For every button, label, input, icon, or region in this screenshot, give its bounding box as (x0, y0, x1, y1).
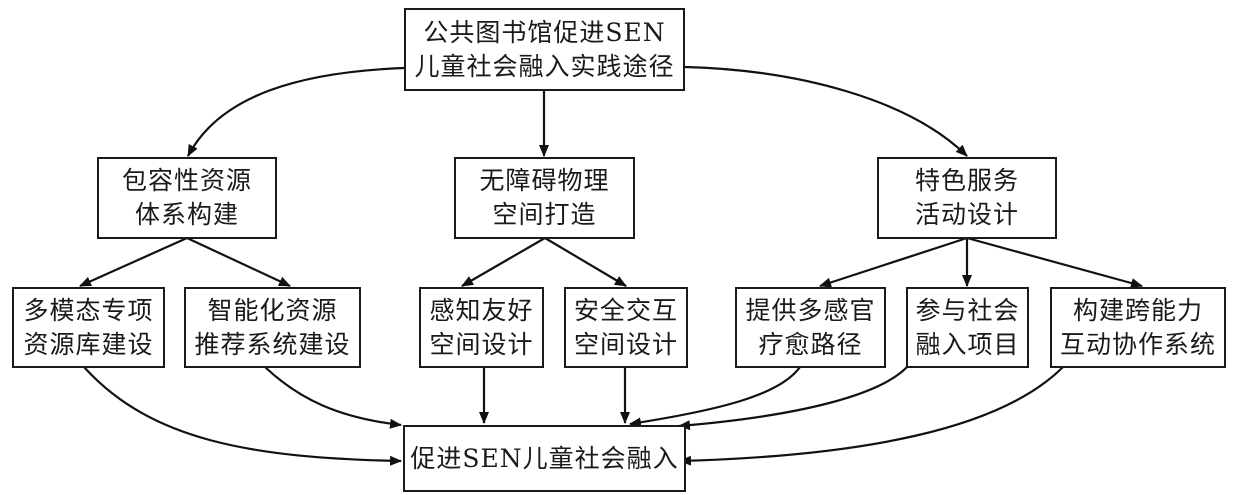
node-sensory-friendly-space: 感知友好 空间设计 (419, 287, 544, 368)
node-cross-ability-collaboration: 构建跨能力 互动协作系统 (1050, 287, 1226, 368)
node-special-services: 特色服务 活动设计 (877, 157, 1057, 239)
node-label: 安全交互 空间设计 (573, 295, 678, 359)
edge-c5-outcome (629, 366, 801, 428)
node-root-label: 公共图书馆促进SEN 儿童社会融入实践途径 (414, 17, 675, 81)
node-social-inclusion-projects: 参与社会 融入项目 (906, 287, 1029, 368)
edge-c1-outcome (83, 366, 402, 466)
node-label: 特色服务 活动设计 (914, 166, 1019, 229)
node-outcome: 促进SEN儿童社会融入 (403, 425, 686, 492)
node-label: 多模态专项 资源库建设 (23, 295, 154, 359)
node-smart-recommendation: 智能化资源 推荐系统建设 (184, 287, 361, 368)
node-root: 公共图书馆促进SEN 儿童社会融入实践途径 (404, 8, 685, 91)
edge-root-b3 (684, 65, 968, 157)
edge-b1-c1 (79, 236, 188, 288)
edge-c2-outcome (264, 366, 402, 429)
edge-c6-outcome (678, 366, 908, 431)
node-multimodal-resources: 多模态专项 资源库建设 (12, 287, 165, 368)
node-safe-interaction-space: 安全交互 空间设计 (564, 287, 688, 368)
edge-b2-c3 (461, 237, 546, 287)
edge-b1-c2 (186, 237, 291, 287)
node-label: 包容性资源 体系构建 (121, 166, 252, 229)
node-label: 提供多感官 疗愈路径 (745, 295, 876, 359)
edge-c7-outcome (679, 366, 1064, 466)
node-label: 无障碍物理 空间打造 (479, 166, 610, 229)
node-label: 构建跨能力 互动协作系统 (1059, 295, 1216, 359)
edge-b2-c4 (544, 237, 627, 287)
node-inclusive-resources: 包容性资源 体系构建 (97, 157, 277, 239)
edge-root-b1 (187, 66, 405, 157)
node-outcome-label: 促进SEN儿童社会融入 (410, 443, 679, 473)
edge-b3-c5 (819, 236, 968, 288)
node-barrier-free-space: 无障碍物理 空间打造 (454, 157, 635, 239)
node-label: 参与社会 融入项目 (915, 295, 1020, 359)
edge-b3-c7 (966, 236, 1143, 288)
node-multisensory-healing: 提供多感官 疗愈路径 (735, 287, 886, 368)
node-label: 智能化资源 推荐系统建设 (194, 295, 351, 359)
node-label: 感知友好 空间设计 (429, 295, 534, 359)
